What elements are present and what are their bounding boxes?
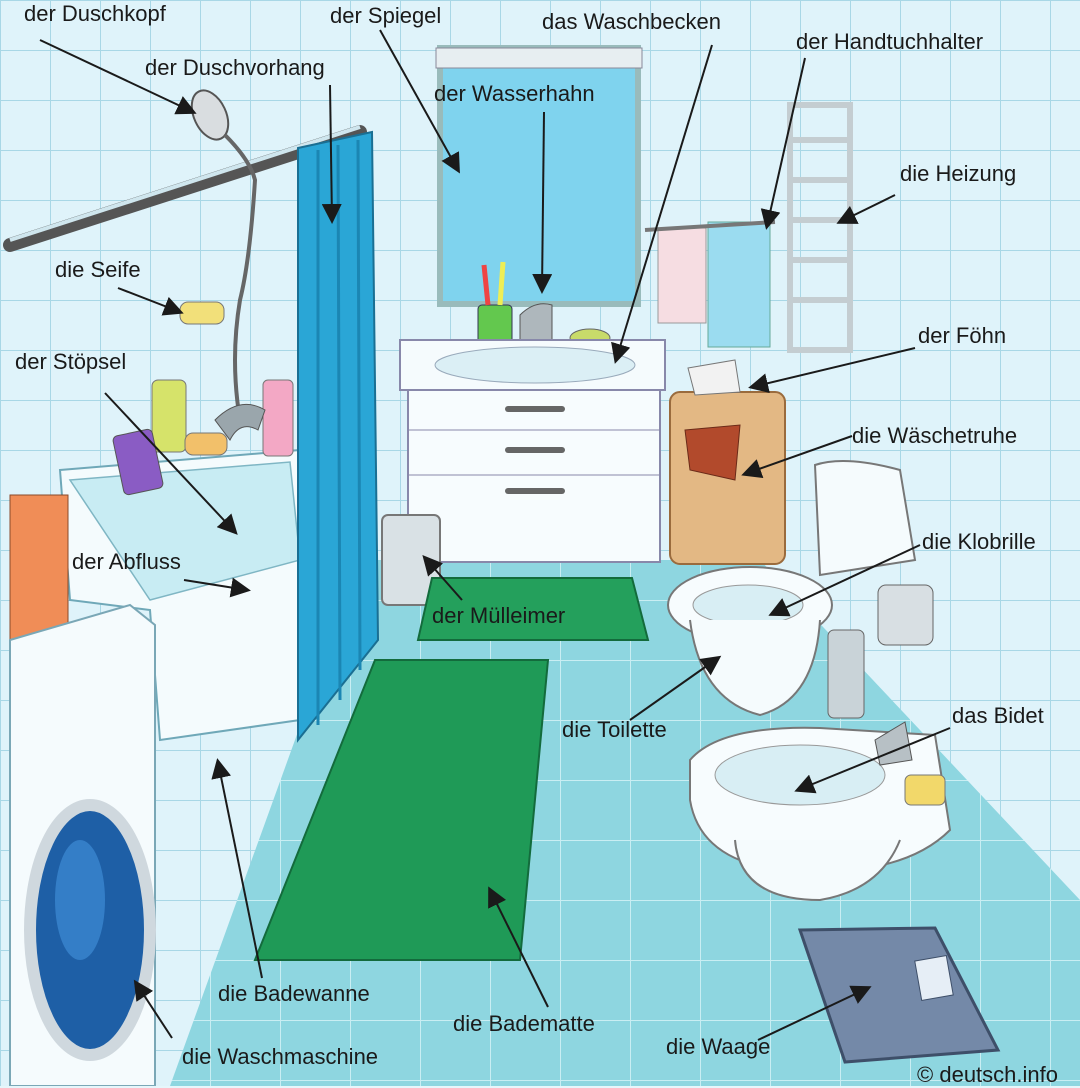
label-toilette: die Toilette bbox=[562, 717, 667, 742]
small-mat-illustration bbox=[416, 577, 650, 641]
label-handtuchhalter: der Handtuchhalter bbox=[796, 29, 984, 54]
label-waschmaschine: die Waschmaschine bbox=[182, 1044, 379, 1069]
washing-machine-illustration bbox=[9, 603, 156, 1086]
label-duschvorhang: der Duschvorhang bbox=[145, 55, 325, 80]
label-duschkopf: der Duschkopf bbox=[24, 1, 166, 26]
radiator-illustration bbox=[787, 102, 853, 353]
toilet-illustration bbox=[667, 460, 934, 719]
scale-illustration bbox=[797, 926, 1001, 1064]
laundry-basket-illustration bbox=[669, 359, 786, 565]
label-stoepsel: der Stöpsel bbox=[15, 349, 127, 374]
label-muelleimer: der Mülleimer bbox=[432, 603, 566, 628]
pointer-arrows bbox=[39, 29, 951, 1041]
label-seife: die Seife bbox=[55, 257, 141, 282]
label-foehn: der Föhn bbox=[918, 323, 1007, 348]
label-klobrille: die Klobrille bbox=[922, 529, 1036, 554]
mirror-illustration bbox=[437, 45, 641, 307]
label-bidet: das Bidet bbox=[952, 703, 1044, 728]
bath-mat-illustration bbox=[253, 659, 550, 961]
label-heizung: die Heizung bbox=[900, 161, 1017, 186]
label-wasserhahn: der Wasserhahn bbox=[434, 81, 595, 106]
label-badewanne: die Badewanne bbox=[218, 981, 370, 1006]
label-waschbecken: das Waschbecken bbox=[542, 9, 721, 34]
label-waage: die Waage bbox=[666, 1034, 771, 1059]
label-spiegel: der Spiegel bbox=[330, 3, 442, 28]
credit-text: © deutsch.info bbox=[917, 1062, 1058, 1087]
label-waeschetruhe: die Wäschetruhe bbox=[852, 423, 1018, 448]
shower-head-illustration bbox=[190, 89, 258, 421]
label-badematte: die Badematte bbox=[453, 1011, 595, 1036]
bidet-illustration bbox=[689, 721, 952, 902]
label-abfluss: der Abfluss bbox=[72, 549, 181, 574]
